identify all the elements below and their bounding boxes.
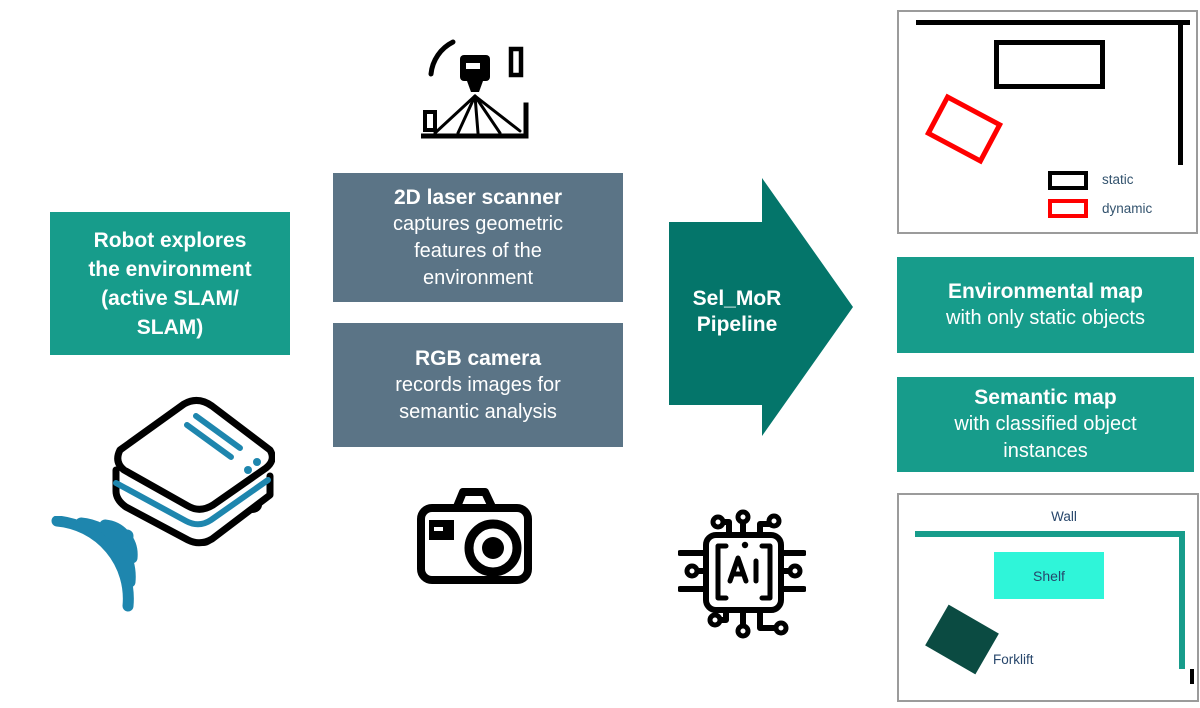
occupancy-map: static dynamic	[897, 10, 1198, 234]
pipeline-label-line: Pipeline	[696, 313, 778, 336]
semantic-map-figure: Wall Shelf Forklift	[897, 493, 1199, 702]
robot-explores-line: the environment	[88, 257, 252, 281]
robot-top-stripes	[184, 413, 243, 460]
rgb-camera-box: RGB camera records images for semantic a…	[333, 323, 623, 447]
environmental-map-body-line: with only static objects	[946, 307, 1145, 329]
legend-static-label: static	[1102, 172, 1134, 187]
shelf-rect: Shelf	[994, 552, 1104, 599]
signal-waves-icon	[51, 516, 138, 612]
forklift-label: Forklift	[993, 652, 1034, 667]
laser-scanner-body-line: captures geometric	[392, 212, 564, 235]
environmental-map-box: Environmental map with only static objec…	[897, 257, 1194, 353]
forklift-rect	[925, 604, 999, 675]
legend-dynamic-label: dynamic	[1102, 201, 1153, 216]
robot-explores-line: (active SLAM/	[101, 286, 239, 310]
semantic-wall-top	[915, 531, 1185, 537]
camera-icon	[417, 488, 532, 584]
semantic-map-title: Semantic map	[974, 386, 1117, 409]
robot-dots	[244, 458, 261, 474]
environmental-map-title: Environmental map	[948, 280, 1143, 303]
pipeline-label-line: Sel_MoR	[692, 287, 782, 310]
robot-icon	[112, 397, 275, 547]
robot-explores-line: SLAM)	[136, 315, 204, 339]
arrow-shape	[669, 178, 853, 436]
shelf-label: Shelf	[1033, 567, 1065, 584]
rgb-camera-body-line: records images for	[395, 373, 561, 396]
map-wall-right	[1178, 20, 1183, 165]
wall-label: Wall	[1051, 509, 1077, 524]
semantic-wall-right	[1179, 531, 1185, 669]
rgb-camera-body-line: semantic analysis	[399, 400, 557, 423]
map-corner-tick	[1190, 669, 1194, 684]
rgb-camera-title: RGB camera	[414, 346, 542, 370]
semantic-map-body-line: instances	[1003, 440, 1088, 462]
laser-scanner-icon	[421, 39, 529, 139]
ai-chip-icon	[678, 509, 806, 639]
pipeline-arrow: Sel_MoR Pipeline	[669, 176, 855, 438]
dynamic-object-rect	[924, 93, 1004, 165]
laser-scanner-body-line: environment	[422, 266, 534, 289]
robot-explores-line: Robot explores	[93, 228, 247, 252]
laser-scanner-body-line: features of the	[414, 239, 542, 262]
pipeline-label: Sel_MoR Pipeline	[677, 286, 797, 338]
map-wall-top	[916, 20, 1190, 25]
legend-static-swatch	[1048, 171, 1088, 190]
laser-scanner-box: 2D laser scanner captures geometric feat…	[333, 173, 623, 302]
semantic-map-body-line: with classified object	[954, 413, 1137, 435]
semantic-map-box: Semantic map with classified object inst…	[897, 377, 1194, 472]
laser-scanner-title: 2D laser scanner	[393, 185, 563, 209]
robot-explores-box: Robot explores the environment (active S…	[50, 212, 290, 355]
static-object-rect	[994, 40, 1105, 89]
legend-dynamic-swatch	[1048, 199, 1088, 218]
